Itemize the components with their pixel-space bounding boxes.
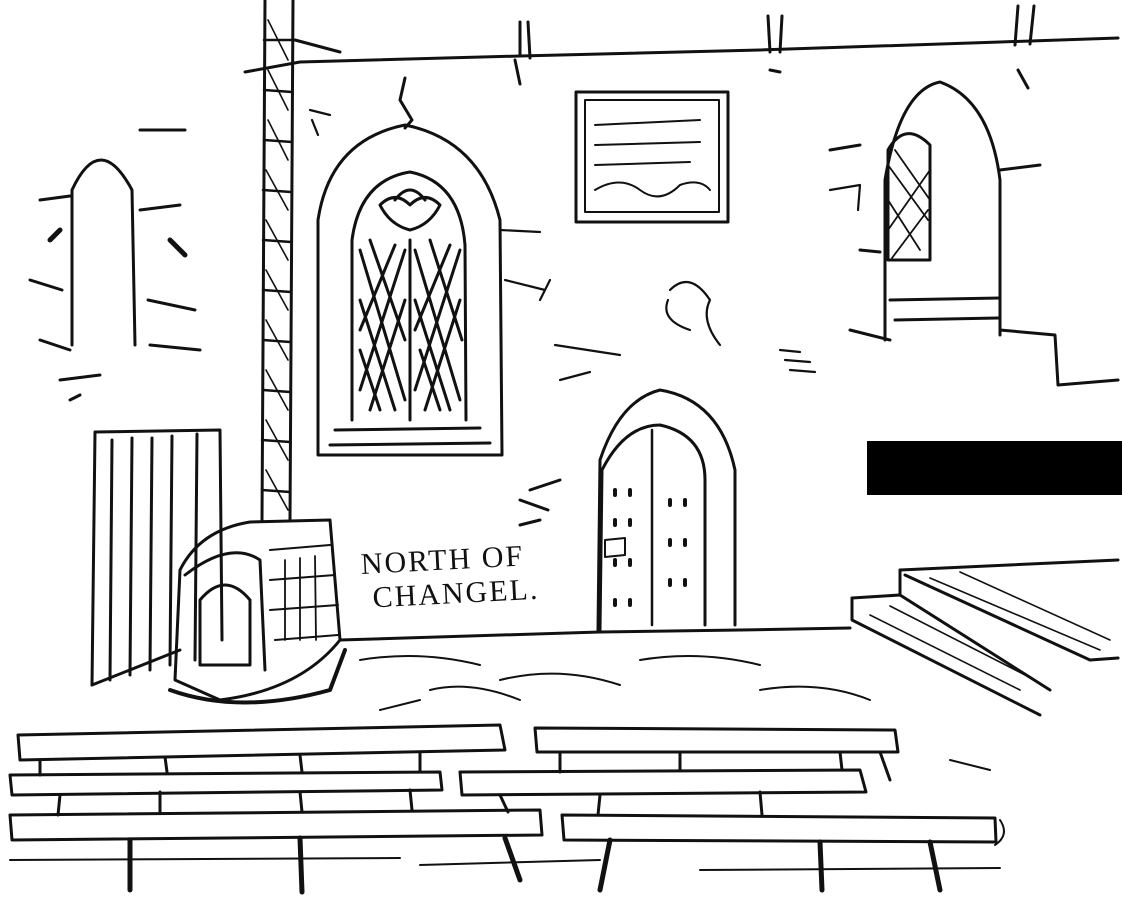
cross-shaft <box>260 0 295 522</box>
masonry-strokes <box>308 108 862 527</box>
north-of-chancel-caption: NORTH OF CHANGEL. <box>360 537 573 616</box>
right-window <box>828 80 1120 387</box>
redaction-bar <box>867 441 1122 495</box>
gothic-window <box>316 76 504 457</box>
pointed-door <box>596 388 737 632</box>
memorial-tablet <box>574 90 730 224</box>
pews <box>8 723 1005 895</box>
cornice-line <box>243 4 1120 90</box>
altar-steps <box>850 558 1120 717</box>
wooden-screen <box>90 428 224 687</box>
floor-line <box>338 626 871 711</box>
left-window <box>28 128 202 402</box>
